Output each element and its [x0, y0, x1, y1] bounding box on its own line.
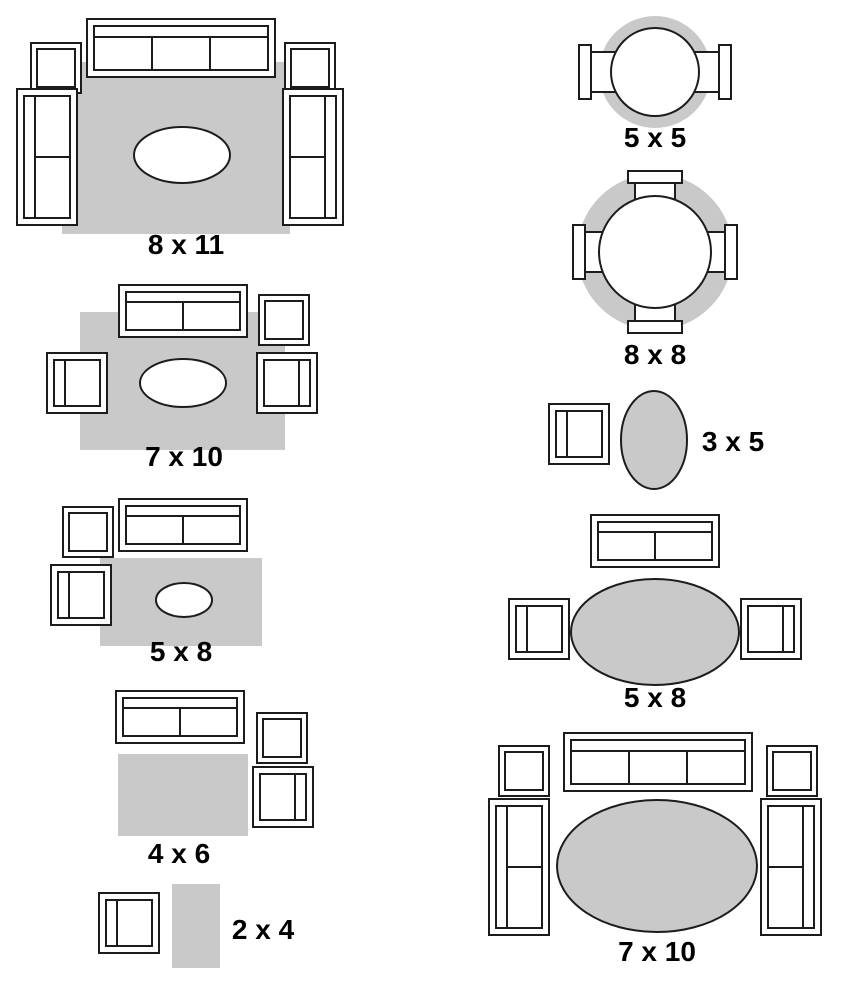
coffee-table — [155, 582, 213, 618]
size-label: 5 x 5 — [624, 122, 686, 153]
layout-dining-round-5x5: 5 x 5 — [578, 16, 732, 153]
side-table — [284, 42, 336, 94]
loveseat — [16, 88, 78, 226]
coffee-table — [139, 358, 227, 408]
armchair — [740, 598, 802, 660]
sofa — [86, 18, 276, 78]
size-label: 5 x 8 — [150, 636, 212, 667]
sofa — [115, 690, 245, 744]
side-table — [258, 294, 310, 346]
dining-table — [598, 195, 712, 309]
layout-dining-round-8x8: 8 x 8 — [572, 170, 738, 370]
layout-living-room-5x8: 5 x 8 — [50, 498, 262, 667]
layout-living-room-oval-7x10: 7 x 10 — [488, 732, 822, 967]
size-label: 8 x 8 — [624, 339, 686, 370]
armchair — [46, 352, 108, 414]
side-table — [498, 745, 550, 797]
sofa — [118, 284, 248, 338]
layout-living-room-8x11: 8 x 11 — [16, 18, 344, 260]
size-label: 3 x 5 — [702, 426, 764, 457]
armchair — [256, 352, 318, 414]
side-table — [30, 42, 82, 94]
armchair — [50, 564, 112, 626]
size-label: 7 x 10 — [618, 936, 696, 967]
layout-living-room-4x6: 4 x 6 — [115, 690, 314, 869]
size-label: 5 x 8 — [624, 682, 686, 713]
armchair — [252, 766, 314, 828]
rug-3x5-oval — [620, 390, 688, 490]
side-table — [62, 506, 114, 558]
size-label: 8 x 11 — [148, 229, 224, 260]
loveseat — [760, 798, 822, 936]
size-label: 2 x 4 — [232, 914, 295, 945]
sofa — [563, 732, 753, 792]
armchair — [508, 598, 570, 660]
rug-4x6 — [118, 754, 248, 836]
layout-living-room-7x10: 7 x 10 — [46, 284, 318, 472]
rug-5x8-oval — [570, 578, 740, 686]
armchair — [548, 403, 610, 465]
loveseat — [488, 798, 550, 936]
rug-7x10-oval — [556, 799, 758, 933]
coffee-table — [133, 126, 231, 184]
loveseat — [282, 88, 344, 226]
sofa — [590, 514, 720, 568]
layout-living-room-oval-5x8: 5 x 8 — [508, 514, 802, 713]
layout-accent-chair-oval-3x5: 3 x 5 — [548, 390, 764, 490]
rug-2x4 — [172, 884, 220, 968]
armchair — [98, 892, 160, 954]
side-table — [766, 745, 818, 797]
sofa — [118, 498, 248, 552]
side-table — [256, 712, 308, 764]
size-label: 7 x 10 — [145, 441, 223, 472]
dining-table — [610, 27, 700, 117]
size-label: 4 x 6 — [148, 838, 210, 869]
layout-accent-chair-2x4: 2 x 4 — [98, 884, 295, 968]
